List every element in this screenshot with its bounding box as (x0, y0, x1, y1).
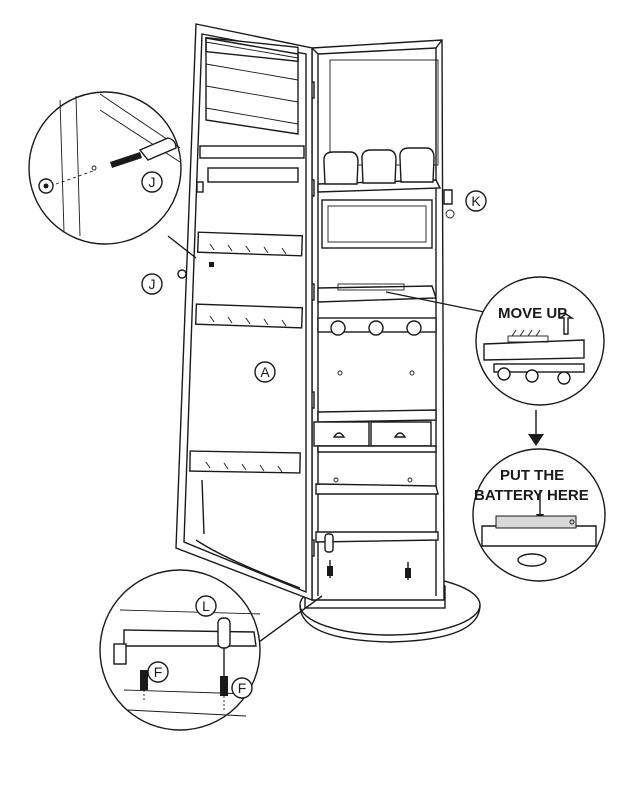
label-j-detail-text: J (149, 174, 156, 190)
cabinet-body (305, 39, 455, 601)
label-j-main-text: J (149, 276, 156, 292)
detail-circle-j: J (28, 91, 197, 259)
label-f-left-text: F (154, 664, 163, 680)
detail-circle-bottom: L F F (99, 569, 323, 731)
detail-circle-move-up: MOVE UP (385, 276, 605, 406)
detail-circle-battery: PUT THE BATTERY HERE (472, 448, 606, 582)
label-k-text: K (471, 193, 481, 209)
base-screws (324, 533, 411, 580)
earring-grid (205, 36, 299, 135)
battery-line2: BATTERY HERE (474, 487, 589, 504)
label-k: K (465, 190, 487, 212)
battery-line1: PUT THE (500, 467, 564, 484)
storage-cups (323, 147, 435, 185)
cabinet-door (175, 23, 313, 602)
label-l-text: L (202, 598, 210, 614)
arrow-down-icon (528, 410, 544, 446)
label-j-main: J (141, 273, 163, 295)
j-screw-main (177, 269, 187, 279)
label-a: A (254, 361, 276, 383)
label-a-text: A (260, 364, 270, 380)
move-up-label: MOVE UP (498, 305, 567, 322)
label-f-right-text: F (238, 680, 247, 696)
drawers (313, 421, 432, 447)
